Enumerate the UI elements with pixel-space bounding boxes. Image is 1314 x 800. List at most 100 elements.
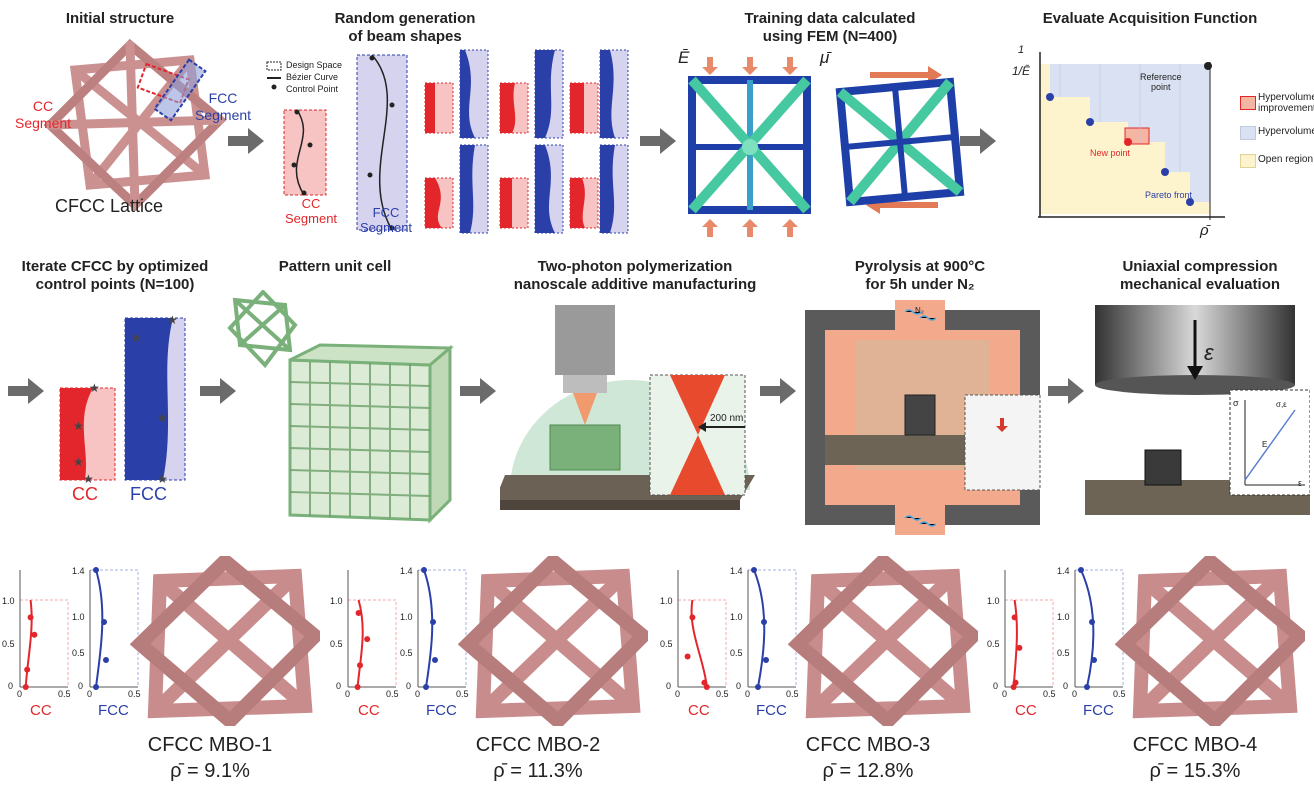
svg-text:★: ★ [73, 455, 84, 469]
compression-title: Uniaxial compression mechanical evaluati… [1119, 258, 1281, 293]
result-cc-label: CC [1015, 702, 1037, 719]
training-e-label: Ē [678, 48, 690, 67]
flow-arrow-8 [1048, 378, 1084, 404]
result-fcc-label: FCC [1083, 702, 1114, 719]
cc-control-point [22, 684, 29, 690]
cc-ytick: 0 [666, 681, 672, 691]
iterate-cc-label: CC [72, 484, 98, 504]
legend-design-space: Design Space [286, 60, 343, 70]
fcc-ytick: 1.4 [1057, 566, 1070, 576]
fcc-ytick: 1.0 [1057, 612, 1070, 622]
fcc-ytick: 1.4 [400, 566, 413, 576]
legend-hvi-label: Hypervolume improvement [1258, 92, 1314, 114]
cc-control-point [27, 614, 34, 621]
fcc-ytick: 1.0 [72, 612, 85, 622]
cc-ytick: 1.0 [987, 596, 1000, 606]
fcc-ytick: 0.5 [730, 648, 743, 658]
fcc-profile-curve [1080, 569, 1095, 688]
fcc-ytick: 1.4 [730, 566, 743, 576]
reference-point-label: Reference point [1140, 72, 1182, 92]
fcc-control-point [761, 619, 767, 625]
fcc-control-point [421, 567, 427, 573]
cc-control-point [355, 610, 362, 617]
fcc-control-point [93, 567, 99, 573]
legend-bezier-curve: Bézier Curve [286, 72, 339, 82]
compression-sigma-label: σ [1233, 398, 1239, 408]
cc-profile-curve [356, 599, 364, 688]
svg-text:★: ★ [157, 411, 168, 425]
flow-arrow-2 [640, 128, 676, 154]
cc-control-point [31, 631, 38, 638]
iterate-title: Iterate CFCC by optimized control points… [21, 258, 209, 293]
flow-arrow-6 [460, 378, 496, 404]
result-density: ρ̄ = 12.8% [822, 760, 914, 782]
fcc-control-point [93, 684, 99, 690]
pattern-title: Pattern unit cell [278, 258, 392, 275]
new-point-label: New point [1090, 148, 1131, 158]
random-samples-grid [424, 49, 629, 234]
initial-cc-label: CC Segment [15, 98, 72, 131]
cc-xtick: 0.5 [1043, 689, 1056, 699]
cc-xtick: 0 [345, 689, 351, 699]
result-lattice-figure [787, 551, 984, 731]
cc-control-point [1010, 684, 1017, 690]
fcc-control-point [430, 619, 436, 625]
result-lattice-figure [1114, 551, 1311, 731]
cc-ytick: 0.5 [987, 639, 1000, 649]
tpp-scale-label: 200 nm [710, 413, 744, 424]
flow-arrow-3 [960, 128, 996, 154]
fcc-control-point [755, 684, 761, 690]
cc-xtick: 0 [1002, 689, 1008, 699]
result-cc-label: CC [358, 702, 380, 719]
cc-control-point [703, 684, 710, 690]
cc-ytick: 0.5 [330, 639, 343, 649]
result-density: ρ̄ = 15.3% [1149, 760, 1241, 782]
svg-text:★: ★ [89, 381, 100, 395]
fcc-control-point [1084, 684, 1090, 690]
iterate-fcc-label: FCC [130, 484, 167, 504]
result-name: CFCC MBO-1 [147, 734, 273, 756]
cc-ytick: 0.5 [2, 639, 15, 649]
fcc-control-point [1078, 567, 1084, 573]
fcc-xtick: 0.5 [456, 689, 469, 699]
fcc-ytick: 0.5 [72, 648, 85, 658]
svg-text:★: ★ [167, 313, 178, 327]
fcc-control-point [103, 657, 109, 663]
result-fcc-label: FCC [98, 702, 129, 719]
acq-y-one: 1 [1018, 44, 1025, 56]
fcc-profile-curve [95, 569, 104, 688]
cc-xtick: 0.5 [386, 689, 399, 699]
result-name: CFCC MBO-4 [1132, 734, 1258, 756]
initial-fcc-label: FCC Segment [195, 90, 252, 123]
pattern-lattice-figure [227, 290, 454, 524]
fcc-control-point [101, 619, 107, 625]
acq-y-label: 1/Ē [1012, 64, 1031, 78]
result-density: ρ̄ = 9.1% [170, 760, 250, 782]
result-fcc-label: FCC [426, 702, 457, 719]
random-fcc-label: FCC Segment [360, 205, 413, 235]
iterate-segments: ★★★★ ★★★★ [59, 313, 186, 486]
fcc-control-point [423, 684, 429, 690]
fcc-ytick: 0 [736, 681, 742, 691]
acquisition-plot [1038, 52, 1225, 220]
training-title: Training data calculated using FEM (N=40… [744, 10, 916, 45]
result-lattice-figure [129, 551, 326, 731]
cc-control-point [357, 662, 363, 669]
legend-hv-label: Hypervolume [1258, 126, 1314, 137]
fcc-xtick: 0 [1072, 689, 1078, 699]
svg-text:★: ★ [157, 472, 168, 486]
result-profile-plot [1004, 567, 1124, 690]
pareto-front-label: Pareto front [1145, 190, 1193, 200]
cc-control-point [1011, 614, 1018, 621]
cc-control-point [24, 666, 31, 673]
acquisition-title: Evaluate Acquisition Function [1042, 10, 1258, 27]
tpp-figure [500, 305, 755, 510]
tpp-title: Two-photon polymerization nanoscale addi… [513, 258, 757, 293]
flow-arrow-4 [8, 378, 44, 404]
compression-sigma-e-label: σ,ε [1276, 400, 1287, 409]
cc-ytick: 0 [8, 681, 14, 691]
cc-ytick: 1.0 [660, 596, 673, 606]
compression-e-label: E [1262, 440, 1268, 449]
